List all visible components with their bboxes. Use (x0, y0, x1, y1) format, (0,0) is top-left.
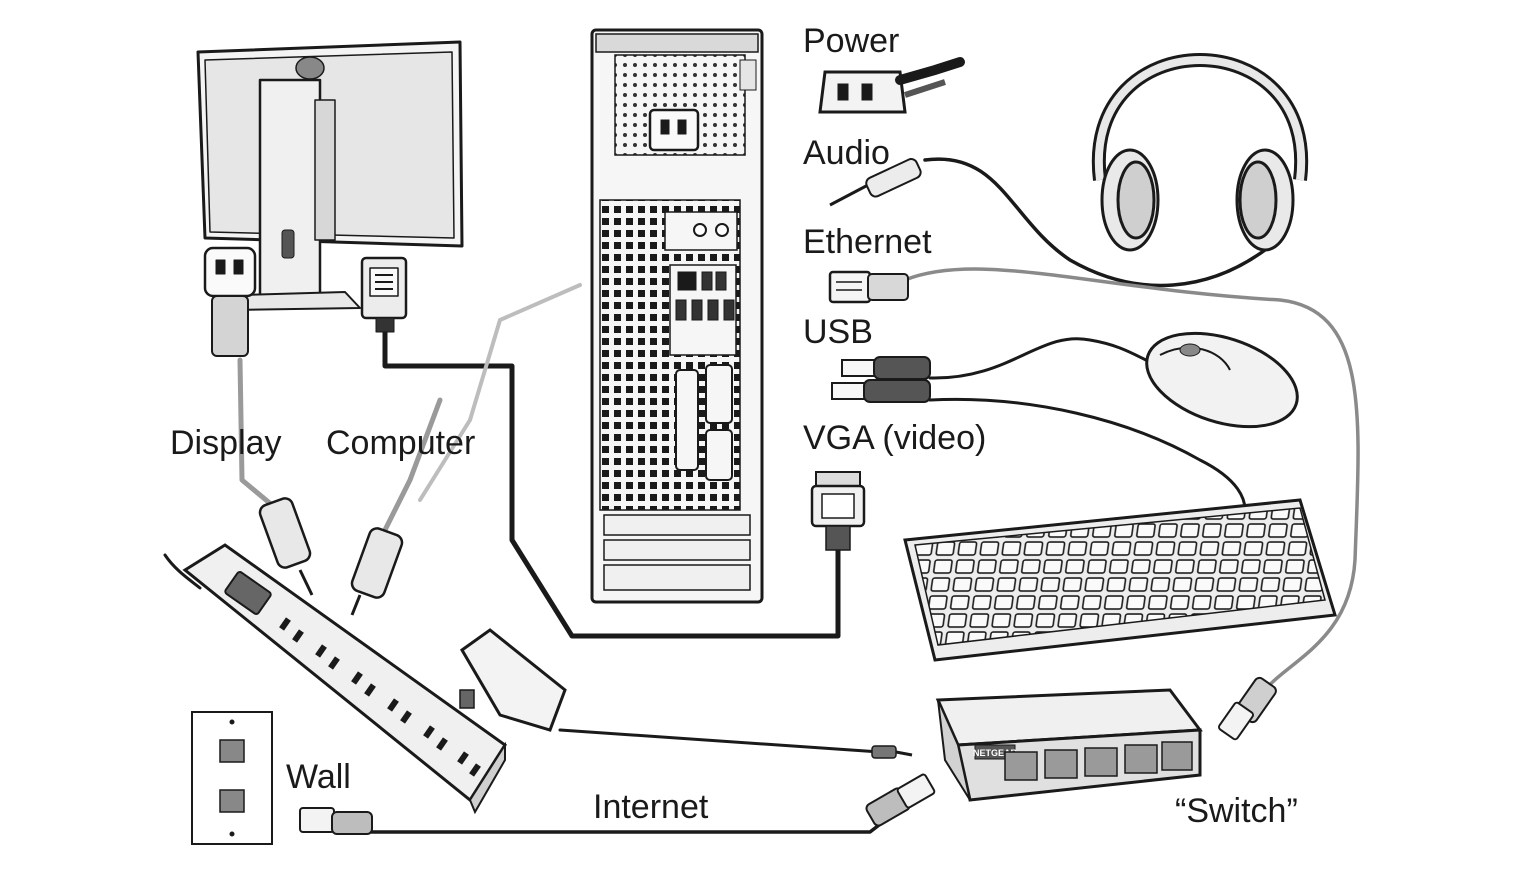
label-computer: Computer (326, 424, 476, 462)
wall-ethernet-plug (299, 807, 373, 835)
audio-cable (923, 157, 1267, 288)
power-strip (182, 543, 508, 815)
vga-cable (382, 327, 841, 639)
switch-brand-text: NETGEAR (973, 748, 1018, 758)
power-strip-cord (163, 553, 202, 590)
label-ethernet: Ethernet (803, 223, 932, 261)
ethernet-cable (903, 267, 1360, 692)
tower-vga-port (705, 364, 733, 424)
monitor (196, 40, 464, 357)
power-connector (818, 57, 965, 114)
power-adapter (459, 628, 567, 732)
label-switch: “Switch” (1175, 792, 1298, 830)
tower-power-socket (648, 108, 700, 152)
keyboard (903, 498, 1337, 662)
adapter-cable (558, 728, 882, 754)
switch-ethernet-plug (1217, 676, 1277, 741)
computer-power-cable (418, 283, 582, 502)
dc-plug (871, 745, 913, 759)
power-strip-switch (224, 571, 272, 615)
audio-plug (829, 158, 922, 207)
label-internet: Internet (593, 788, 709, 826)
vga-plug (810, 471, 866, 551)
label-vga: VGA (video) (803, 419, 987, 457)
ethernet-plug (828, 270, 909, 304)
computer-tower (590, 28, 764, 604)
usb-keyboard-cable (928, 397, 1247, 512)
power-plugs (258, 497, 404, 616)
headphones (1091, 53, 1309, 252)
usb-mouse-cable (928, 337, 1152, 380)
label-audio: Audio (803, 134, 890, 172)
wall-plate (191, 711, 273, 845)
mouse (1145, 331, 1299, 429)
computer-power-cable-2 (377, 397, 443, 543)
usb-plugs (831, 356, 931, 403)
brand-badge (295, 56, 325, 80)
label-power: Power (803, 22, 900, 60)
network-switch: NETGEAR (935, 688, 1203, 802)
label-usb: USB (803, 313, 873, 351)
label-display: Display (170, 424, 282, 462)
label-wall: Wall (286, 758, 351, 796)
serial-port (675, 369, 699, 471)
internet-plug (865, 773, 936, 827)
display-power-plug (203, 246, 257, 298)
